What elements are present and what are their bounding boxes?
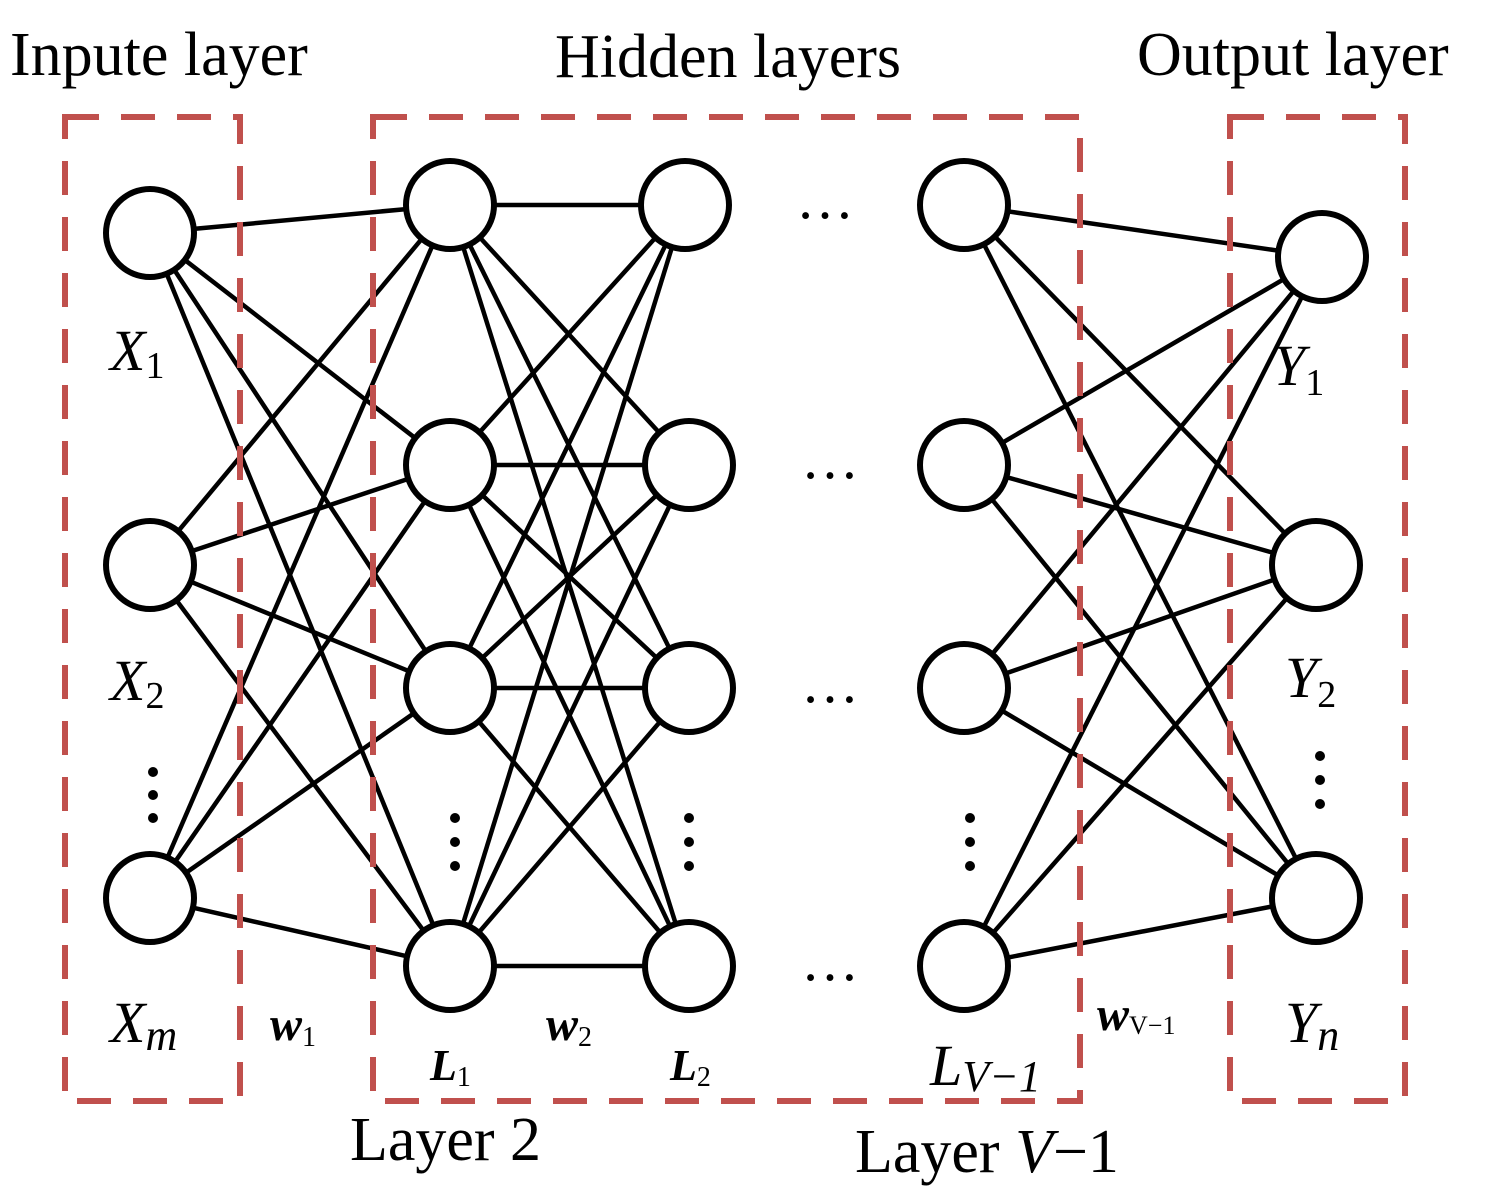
edge-input-l1-0-2 — [172, 268, 428, 653]
input-label-x1: X1 — [108, 318, 164, 387]
node-layerV1-2 — [917, 418, 1011, 512]
edge-lv-output-1-2 — [990, 497, 1290, 866]
horizontal-ellipsis-row4: … — [801, 928, 859, 993]
node-layer2-3 — [642, 641, 736, 735]
edge-input-l1-1-1 — [191, 476, 409, 554]
connection-edges — [164, 202, 1305, 969]
edge-input-l1-2-1 — [173, 499, 427, 864]
vertical-ellipsis-outputs — [1315, 751, 1325, 809]
edge-lv-output-3-1 — [991, 596, 1289, 935]
edge-input-l1-1-2 — [189, 579, 411, 674]
edge-lv-output-1-0 — [1000, 277, 1286, 445]
layer-label-lV1: LV−1 — [929, 1033, 1041, 1101]
hidden-layers-box — [370, 114, 1083, 1104]
edge-lv-output-1-1 — [1005, 474, 1275, 556]
weight-label-w1: w1 — [270, 998, 316, 1053]
node-layer1-2 — [403, 418, 497, 512]
node-layer1-4 — [403, 919, 497, 1013]
edge-l1-l2-3-0 — [460, 246, 675, 925]
node-layerV1-1 — [917, 158, 1011, 252]
horizontal-ellipsis-row2: … — [801, 426, 859, 491]
input-label-x2: X2 — [108, 648, 164, 717]
node-layer2-4 — [642, 919, 736, 1013]
node-output-2 — [1269, 518, 1363, 612]
hidden-layers-heading: Hidden layers — [555, 23, 901, 91]
bottom-label-layerV1: Layer V−1 — [855, 1118, 1119, 1186]
edge-input-l1-1-0 — [176, 237, 424, 533]
output-label-y2: Y2 — [1285, 645, 1336, 716]
node-layer2-2 — [642, 418, 736, 512]
input-layer-box — [62, 114, 243, 1104]
node-layerV1-4 — [917, 919, 1011, 1013]
edge-lv-output-0-2 — [981, 243, 1299, 860]
node-input-1 — [103, 186, 197, 280]
node-output-3 — [1269, 851, 1363, 945]
edge-lv-output-2-0 — [990, 289, 1296, 656]
vertical-ellipsis-inputs — [148, 767, 158, 823]
bottom-label-layer2: Layer 2 — [350, 1106, 541, 1174]
edge-l1-l2-1-0 — [477, 236, 658, 434]
edge-lv-output-0-1 — [993, 234, 1287, 536]
edge-lv-output-3-0 — [981, 295, 1305, 928]
weight-label-wV1: wV−1 — [1097, 988, 1175, 1041]
node-layer2-1 — [638, 158, 732, 252]
node-layer1-1 — [403, 158, 497, 252]
edge-input-l1-0-1 — [183, 258, 417, 440]
node-input-2 — [103, 518, 197, 612]
edge-input-l1-2-0 — [165, 244, 435, 859]
edge-l1-l2-3-1 — [466, 503, 673, 928]
output-layer-box — [1227, 114, 1408, 1104]
edge-input-l1-0-3 — [164, 272, 436, 927]
vertical-ellipsis-layer1 — [450, 813, 460, 871]
node-layer1-3 — [403, 641, 497, 735]
weight-label-w2: w2 — [546, 998, 592, 1053]
edge-lv-output-2-2 — [1000, 708, 1280, 878]
output-label-y1: Y1 — [1273, 333, 1324, 404]
vertical-ellipsis-layer2 — [684, 813, 694, 871]
node-output-1 — [1275, 210, 1369, 304]
output-label-yn: Yn — [1285, 990, 1339, 1060]
neuron-nodes — [103, 158, 1369, 1013]
node-layerV1-3 — [917, 641, 1011, 735]
edge-l1-l2-2-0 — [467, 243, 668, 650]
horizontal-ellipsis-row3: … — [801, 650, 859, 715]
edge-input-l1-1-3 — [174, 598, 426, 933]
edge-lv-output-0-0 — [1007, 209, 1279, 253]
input-label-xm: Xm — [108, 990, 177, 1060]
edge-l1-l2-3-2 — [476, 719, 663, 935]
edge-input-l1-0-0 — [193, 206, 407, 232]
horizontal-ellipsis-row1: … — [796, 166, 854, 231]
input-layer-heading: Inpute layer — [10, 21, 308, 89]
vertical-ellipsis-layerV1 — [965, 813, 975, 871]
output-layer-heading: Output layer — [1137, 21, 1449, 89]
layer-label-l1: L1 — [429, 1041, 471, 1093]
node-input-3 — [103, 851, 197, 945]
layer-label-l2: L2 — [669, 1041, 711, 1093]
edge-lv-output-2-1 — [1004, 577, 1276, 676]
layer-boxes — [62, 114, 1408, 1104]
